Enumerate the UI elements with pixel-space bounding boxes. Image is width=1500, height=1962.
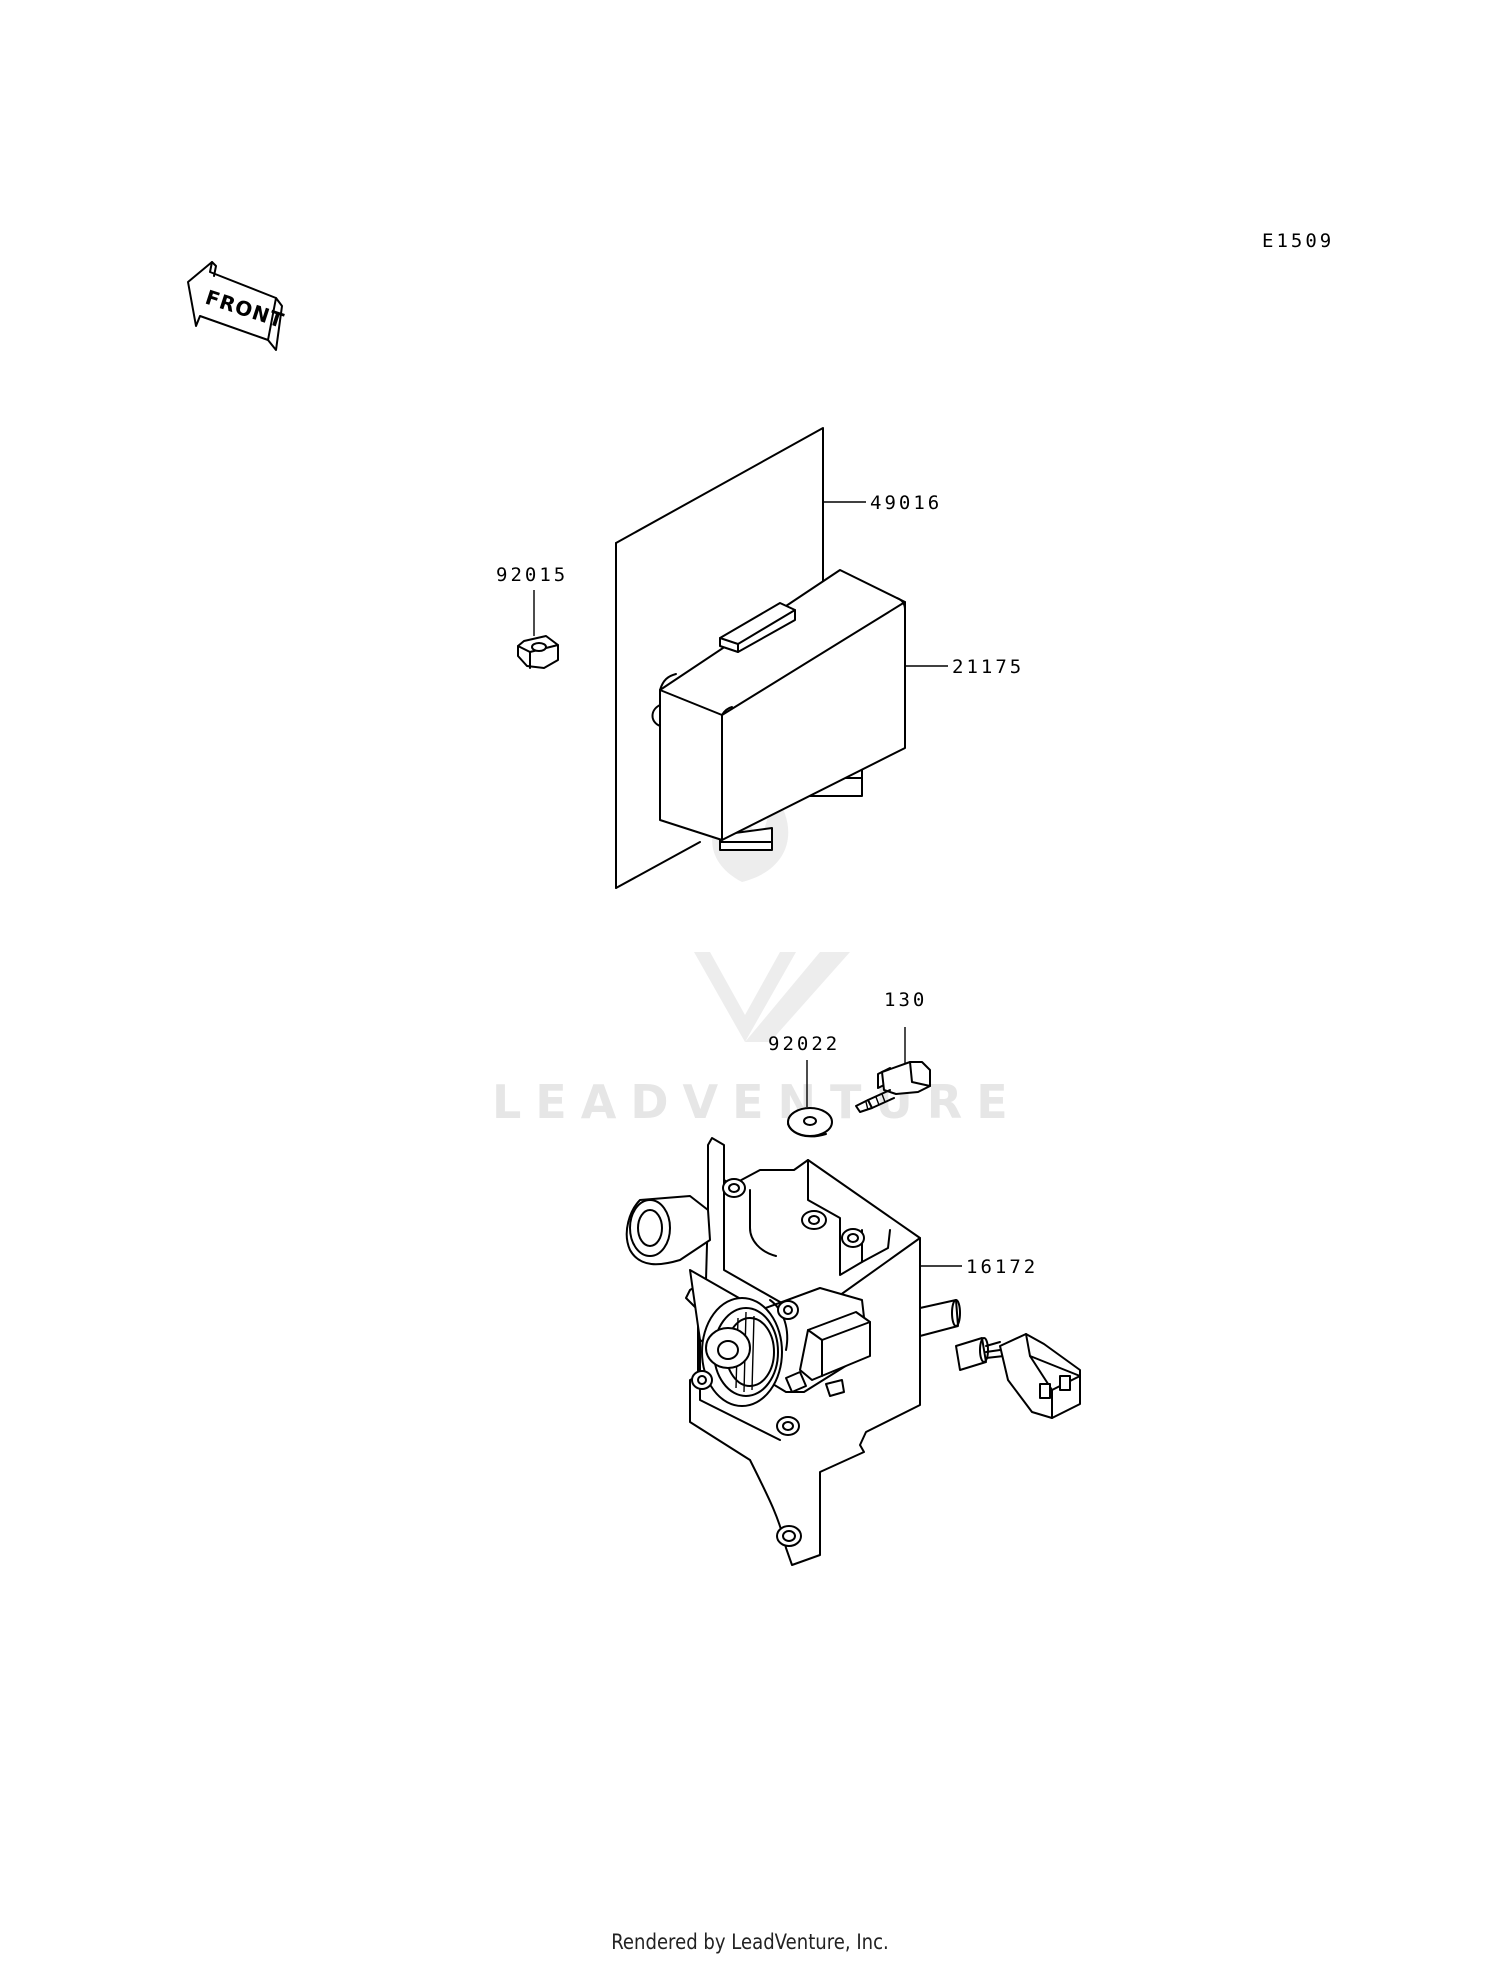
part-label-130: 130: [884, 989, 927, 1011]
front-arrow-icon: FRONT: [187, 261, 287, 351]
diagram-code: E1509: [1262, 230, 1334, 252]
part-label-21175: 21175: [952, 656, 1024, 678]
rendered-by-footer: Rendered by LeadVenture, Inc.: [611, 1930, 889, 1954]
part-label-92022: 92022: [768, 1033, 840, 1055]
part-49016-sheet: [615, 427, 866, 889]
part-16172-actuator: [625, 1137, 1081, 1566]
part-92022-washer: [787, 1060, 833, 1138]
part-label-92015: 92015: [496, 564, 568, 586]
part-label-16172: 16172: [966, 1256, 1038, 1278]
part-130-bolt: [855, 1027, 931, 1113]
part-92015-nut: [517, 590, 559, 669]
part-label-49016: 49016: [870, 492, 942, 514]
part-21175-control-unit: [651, 569, 948, 851]
watermark-text: LEADVENTURE: [492, 1075, 1022, 1129]
